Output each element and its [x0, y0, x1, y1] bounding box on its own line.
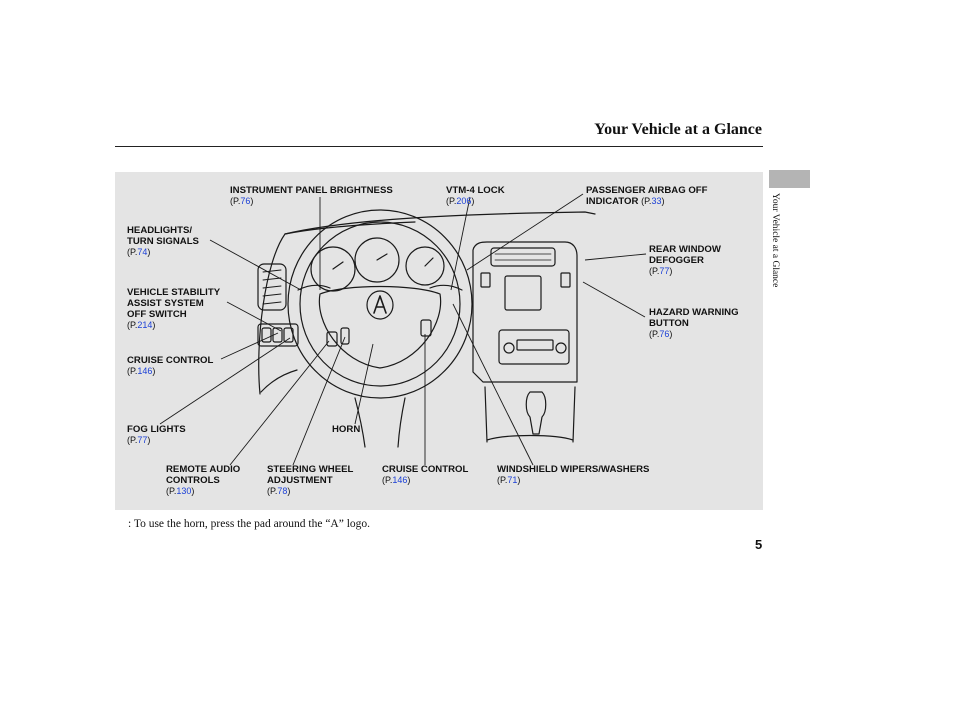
page-number: 5	[755, 537, 763, 552]
page-link[interactable]: 78	[277, 486, 288, 496]
callout-rear-window-defogger: REAR WINDOW DEFOGGER (P.77)	[649, 244, 721, 276]
section-tab[interactable]	[769, 170, 810, 188]
audio-unit	[498, 329, 570, 365]
dashboard-outline	[258, 211, 596, 395]
acura-logo	[366, 290, 394, 320]
page-link[interactable]: 76	[659, 329, 670, 339]
title-rule	[115, 146, 763, 147]
page-link[interactable]: 74	[137, 247, 148, 257]
page-link[interactable]: 71	[507, 475, 518, 485]
page-link[interactable]: 130	[176, 486, 192, 496]
rear-defogger-button	[480, 272, 491, 288]
callout-steering-wheel-adjustment: STEERING WHEEL ADJUSTMENT (P.78)	[267, 464, 354, 496]
page-reference: (P.77)	[649, 266, 673, 276]
callout-hazard-warning-button: HAZARD WARNING BUTTON (P.76)	[649, 307, 739, 339]
page-reference: (P.146)	[382, 475, 411, 485]
center-console	[472, 241, 578, 383]
left-air-vent	[257, 263, 287, 311]
page-link[interactable]: 77	[137, 435, 148, 445]
horn-footnote: : To use the horn, press the pad around …	[128, 518, 371, 530]
callout-cruise-control-left: CRUISE CONTROL (P.146)	[127, 355, 214, 376]
page-link[interactable]: 33	[651, 196, 662, 206]
page-reference: (P.146)	[127, 366, 156, 376]
section-tab-label: Your Vehicle at a Glance	[770, 193, 780, 288]
callout-passenger-airbag-off-indicator: PASSENGER AIRBAG OFF INDICATOR (P.33)	[586, 185, 708, 207]
callout-remote-audio-controls: REMOTE AUDIO CONTROLS (P.130)	[166, 464, 241, 496]
page-link[interactable]: 146	[137, 366, 153, 376]
steering-wheel	[287, 209, 473, 399]
page-reference: (P.214)	[127, 320, 156, 330]
page-reference: (P.76)	[649, 329, 673, 339]
switch-cluster	[257, 323, 299, 347]
page-reference: (P.78)	[267, 486, 291, 496]
page-reference: (P.71)	[497, 475, 521, 485]
page-link[interactable]: 146	[392, 475, 408, 485]
dashboard-diagram-panel: INSTRUMENT PANEL BRIGHTNESS (P.76) VTM-4…	[115, 172, 763, 510]
page-reference: (P.74)	[127, 247, 151, 257]
page-title: Your Vehicle at a Glance	[594, 121, 762, 138]
page-reference: (P.206)	[446, 196, 475, 206]
callout-cruise-control-bottom: CRUISE CONTROL (P.146)	[382, 464, 469, 485]
steering-hub	[318, 285, 442, 369]
page-link[interactable]: 214	[137, 320, 153, 330]
callout-fog-lights: FOG LIGHTS (P.77)	[127, 424, 186, 445]
page-reference: (P.33)	[641, 196, 665, 206]
tachometer-gauge	[310, 246, 356, 292]
leader-lines	[159, 193, 647, 466]
dashboard-illustration	[159, 193, 647, 466]
page-reference: (P.77)	[127, 435, 151, 445]
callout-horn: HORN	[332, 424, 361, 435]
callout-vehicle-stability-assist-off-switch: VEHICLE STABILITY ASSIST SYSTEM OFF SWIT…	[127, 287, 221, 330]
page-link[interactable]: 206	[456, 196, 472, 206]
fuel-gauge	[405, 246, 445, 286]
callout-headlights-turn-signals: HEADLIGHTS/ TURN SIGNALS (P.74)	[127, 225, 199, 257]
page-link[interactable]: 76	[240, 196, 251, 206]
gear-shifter	[525, 391, 547, 435]
callout-windshield-wipers-washers: WINDSHIELD WIPERS/WASHERS (P.71)	[497, 464, 650, 485]
callout-vtm4-lock: VTM-4 LOCK (P.206)	[446, 185, 505, 206]
speedometer-gauge	[354, 237, 400, 283]
center-vent	[490, 247, 556, 267]
page-reference: (P.76)	[230, 196, 254, 206]
page-reference: (P.130)	[166, 486, 195, 496]
page-link[interactable]: 77	[659, 266, 670, 276]
navigation-screen	[504, 275, 542, 311]
hazard-warning-button	[560, 272, 571, 288]
callout-instrument-panel-brightness: INSTRUMENT PANEL BRIGHTNESS (P.76)	[230, 185, 393, 206]
